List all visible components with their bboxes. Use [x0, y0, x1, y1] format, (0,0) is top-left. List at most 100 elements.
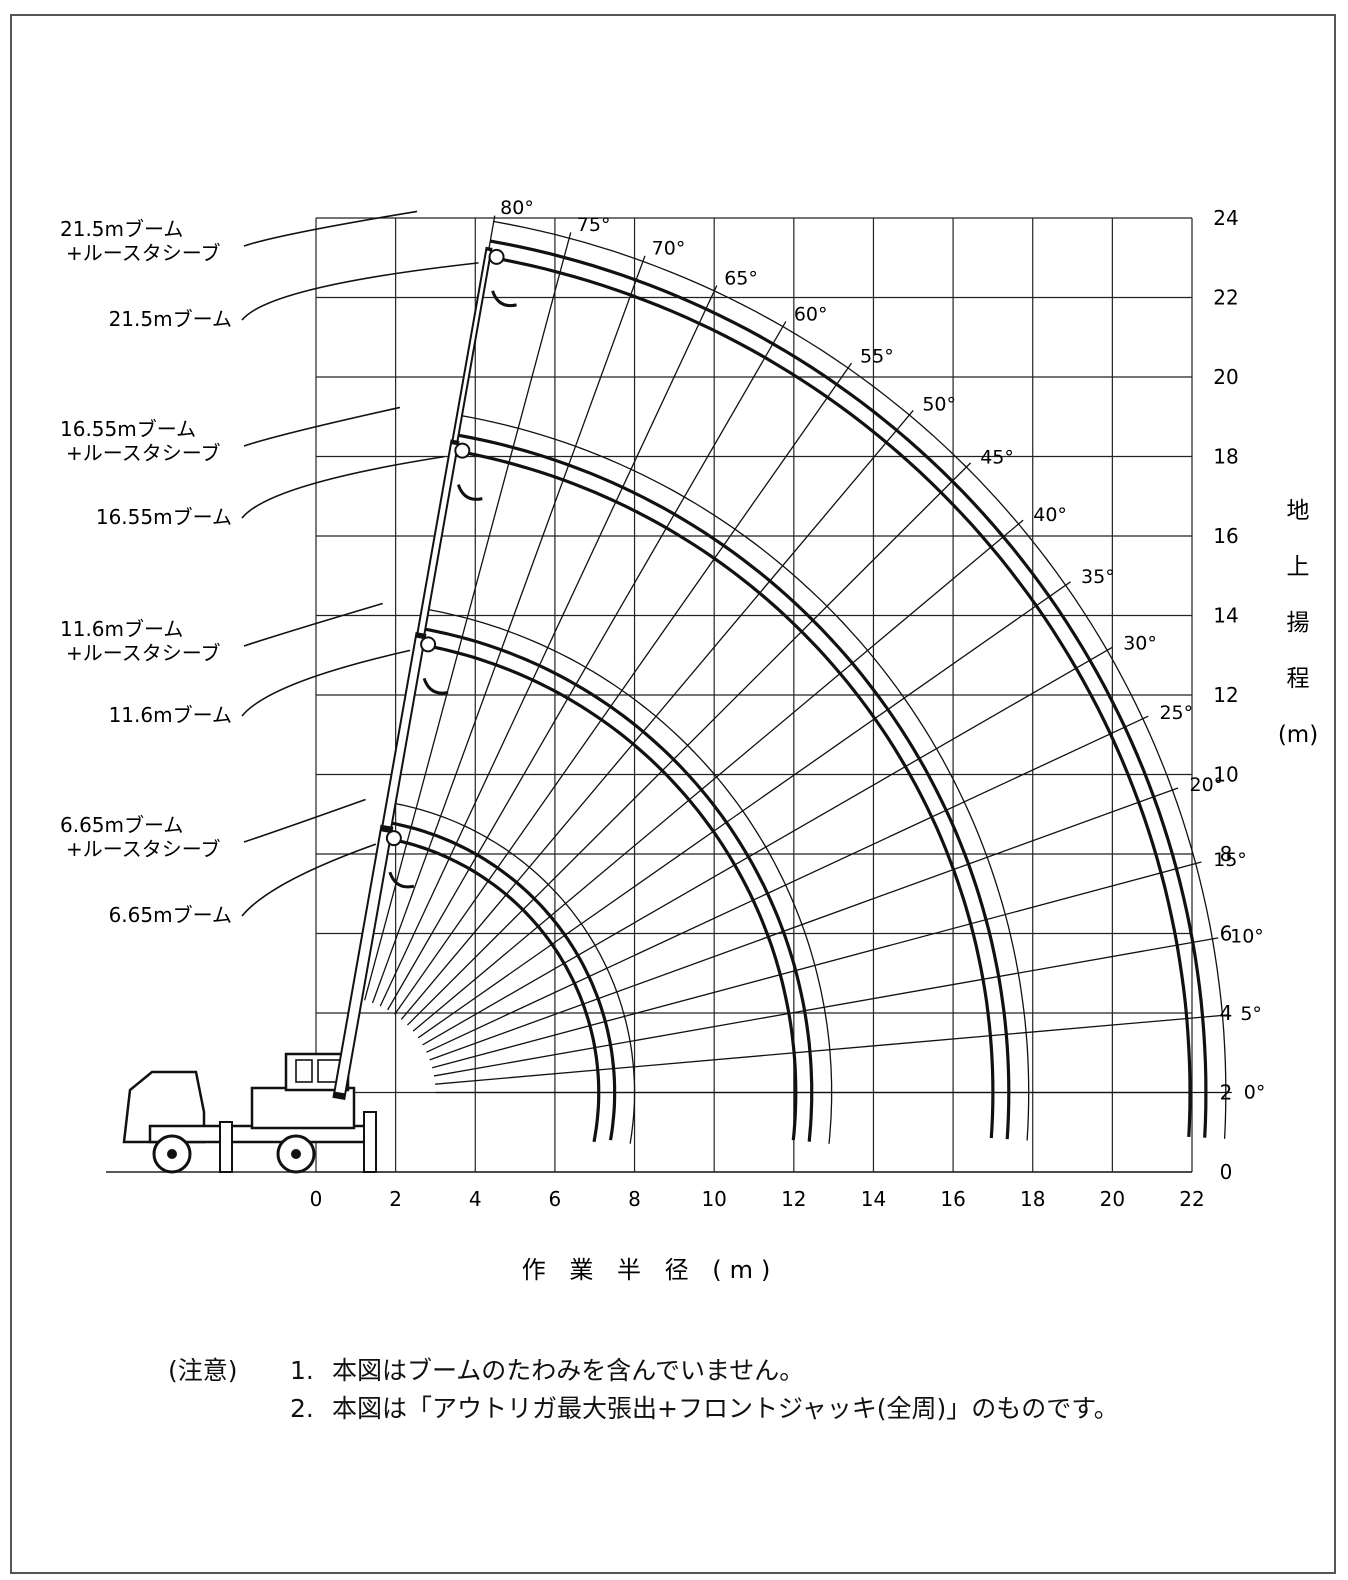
outrigger	[219, 1121, 233, 1173]
angle-label: 15°	[1213, 849, 1247, 871]
angle-label: 25°	[1159, 702, 1193, 724]
leader-arrow	[241, 262, 479, 321]
y-tick-label: 4	[1220, 1001, 1233, 1025]
angle-ray	[426, 715, 1149, 1053]
y-axis-label-char: 揚	[1287, 610, 1310, 636]
sheave-arc	[425, 608, 833, 1144]
grid	[106, 217, 1193, 1173]
angle-label: 70°	[652, 237, 686, 259]
y-axis-label-char: 程	[1287, 666, 1310, 692]
angle-ray	[363, 232, 572, 1001]
x-tick-label: 16	[940, 1187, 965, 1211]
boom-arc	[487, 255, 1192, 1137]
angle-ray	[417, 581, 1071, 1039]
sheave-head	[385, 830, 402, 847]
angle-label: 80°	[500, 197, 534, 219]
angle-ray	[379, 285, 718, 1007]
note-number: 1.	[290, 1356, 314, 1385]
angle-ray	[435, 1014, 1229, 1085]
y-axis-label-char: 地	[1287, 498, 1310, 524]
hook-block	[491, 290, 517, 308]
x-tick-label: 10	[701, 1187, 726, 1211]
diagram-frame	[10, 14, 1336, 1574]
y-axis-label-char: (m)	[1278, 722, 1318, 748]
y-tick-label: 10	[1213, 763, 1238, 787]
leader-arrow	[241, 843, 377, 917]
notes: (注意) 1. 本図はブームのたわみを含んでいません。 2. 本図は「アウトリガ…	[168, 1352, 1119, 1428]
boom-arc	[490, 239, 1208, 1138]
angle-label: 40°	[1033, 504, 1067, 526]
angle-label: 65°	[724, 267, 758, 289]
boom-arc	[421, 627, 814, 1142]
sheave-label: 11.6mブーム	[60, 617, 183, 641]
truck-wheel-hub	[167, 1149, 177, 1159]
angle-label: 55°	[860, 346, 894, 368]
sheave-label: 21.5mブーム	[60, 217, 183, 241]
leader-arrow	[243, 602, 383, 647]
angle-label: 10°	[1230, 926, 1264, 948]
hook-block	[388, 871, 415, 889]
leader-arrow	[241, 649, 411, 717]
leader-arrow	[243, 798, 366, 843]
angle-label: 35°	[1081, 566, 1115, 588]
angle-label: 0°	[1244, 1082, 1266, 1104]
angle-label: 75°	[577, 214, 611, 236]
x-tick-label: 22	[1179, 1187, 1204, 1211]
sheave-head	[454, 442, 471, 459]
y-tick-label: 6	[1220, 922, 1233, 946]
angle-ray	[394, 362, 853, 1015]
boom-label: 6.65mブーム	[109, 903, 232, 927]
boom-arc	[455, 433, 1011, 1140]
x-tick-label: 18	[1020, 1187, 1045, 1211]
y-tick-label: 0	[1220, 1160, 1233, 1184]
sheave-head	[488, 248, 505, 265]
y-tick-label: 2	[1220, 1081, 1233, 1105]
x-tick-label: 4	[469, 1187, 482, 1211]
y-axis-label-char: 上	[1287, 554, 1310, 580]
boom-label: 21.5mブーム	[109, 307, 232, 331]
angle-ray	[433, 937, 1219, 1077]
x-tick-label: 8	[628, 1187, 641, 1211]
boom-label: 11.6mブーム	[109, 703, 232, 727]
y-tick-label: 22	[1213, 286, 1238, 310]
sheave-head	[420, 636, 437, 653]
x-tick-label: 12	[781, 1187, 806, 1211]
note-text: 本図は「アウトリガ最大張出+フロントジャッキ(全周)」のものです。	[332, 1394, 1119, 1423]
sheave-label: +ルースタシーブ	[66, 837, 221, 861]
hook-block	[456, 484, 483, 501]
y-tick-label: 12	[1213, 683, 1238, 707]
angle-rays	[355, 215, 1232, 1094]
angle-ray	[412, 519, 1024, 1032]
sheave-label: 6.65mブーム	[60, 813, 183, 837]
boom-section-inner	[335, 831, 391, 1094]
x-tick-label: 20	[1100, 1187, 1125, 1211]
y-tick-label: 8	[1220, 842, 1233, 866]
angle-ray	[432, 861, 1202, 1069]
note-text: 本図はブームのたわみを含んでいません。	[332, 1356, 805, 1385]
leader-arrow	[243, 210, 418, 247]
angle-label: 20°	[1190, 774, 1224, 796]
y-tick-label: 14	[1213, 604, 1238, 628]
boom-arcs	[384, 220, 1227, 1144]
angle-label: 60°	[794, 304, 828, 326]
sheave-label: +ルースタシーブ	[66, 241, 221, 265]
angle-ray	[387, 321, 787, 1011]
notes-heading: (注意)	[168, 1356, 238, 1385]
y-tick-label: 18	[1213, 445, 1238, 469]
y-tick-label: 24	[1213, 206, 1238, 230]
note-number: 2.	[290, 1394, 314, 1423]
angle-label: 30°	[1123, 632, 1157, 654]
boom-illustration	[332, 246, 517, 1101]
sheave-arc	[493, 220, 1227, 1139]
angle-ray	[371, 255, 646, 1004]
angle-ray	[407, 462, 972, 1026]
angle-label: 50°	[922, 393, 956, 415]
y-tick-label: 20	[1213, 365, 1238, 389]
angle-label: 5°	[1240, 1003, 1262, 1025]
sheave-label: +ルースタシーブ	[66, 641, 221, 665]
leader-arrow	[243, 406, 401, 447]
